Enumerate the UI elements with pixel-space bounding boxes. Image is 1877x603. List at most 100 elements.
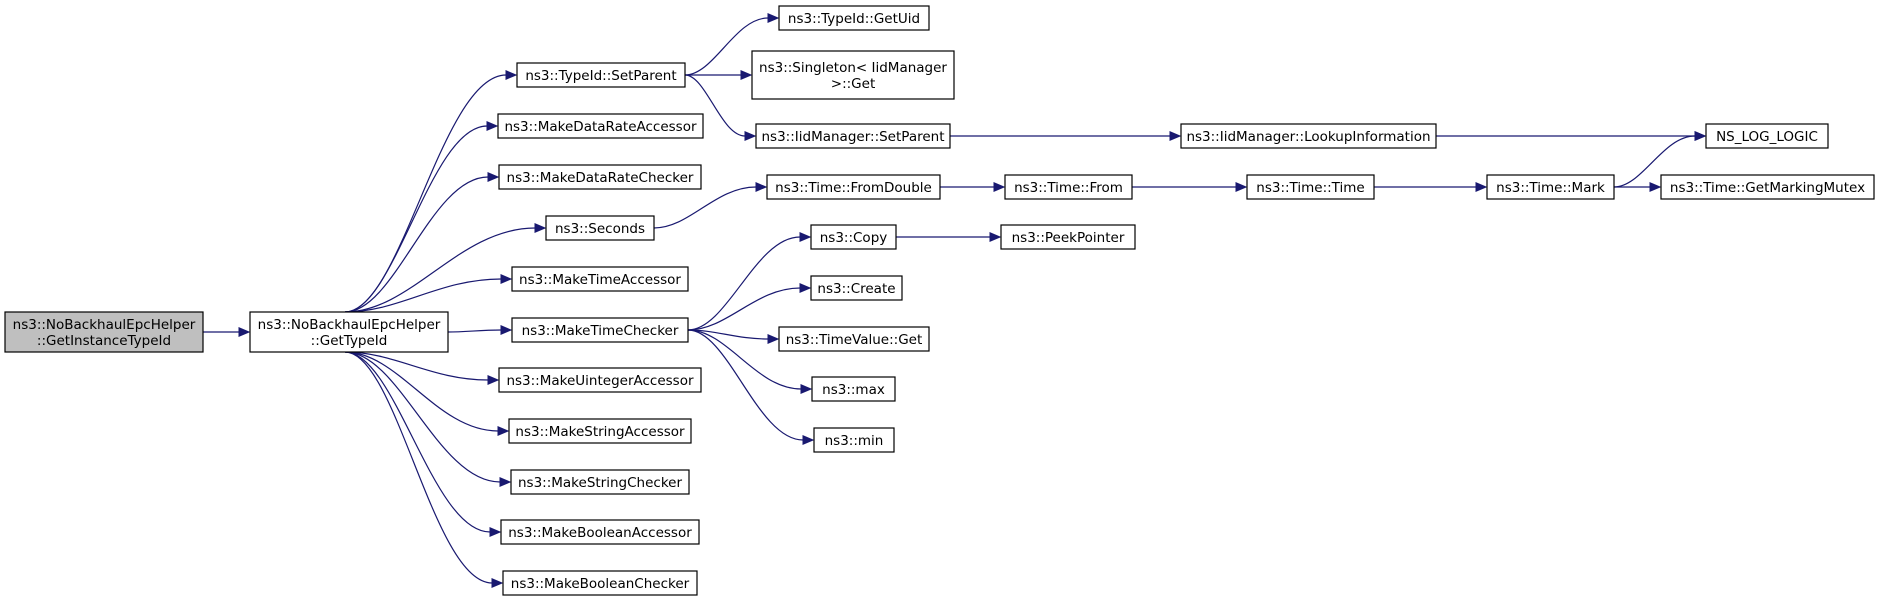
node-box xyxy=(1180,123,1437,149)
node-ns3-makestringchecker[interactable]: ns3::MakeStringChecker xyxy=(510,469,690,495)
edge-n20-to-n21 xyxy=(1131,182,1248,192)
node-label: ns3::Create xyxy=(817,281,895,297)
node-ns3-typeid-getuid[interactable]: ns3::TypeId::GetUid xyxy=(778,5,930,31)
edge-n2-to-n12 xyxy=(345,351,502,537)
node-label: ns3::Seconds xyxy=(555,221,645,237)
node-ns3-makebooleanaccessor[interactable]: ns3::MakeBooleanAccessor xyxy=(500,519,700,545)
node-ns3-create[interactable]: ns3::Create xyxy=(810,275,903,301)
edge-n2-to-n8 xyxy=(447,325,513,335)
node-box xyxy=(502,570,698,596)
node-ns-log-logic[interactable]: NS_LOG_LOGIC xyxy=(1705,123,1829,149)
node-label: ns3::TimeValue::Get xyxy=(786,332,923,348)
edge-n2-to-n4 xyxy=(345,121,499,313)
node-label: ns3::TypeId::GetUid xyxy=(788,11,920,27)
node-ns3-makedataratechecker[interactable]: ns3::MakeDataRateChecker xyxy=(498,164,702,190)
node-box xyxy=(1660,174,1875,200)
node-label: ns3::IidManager::LookupInformation xyxy=(1186,129,1430,145)
node-ns3-time-getmarkingmutex[interactable]: ns3::Time::GetMarkingMutex xyxy=(1660,174,1875,200)
node-label: ns3::IidManager::SetParent xyxy=(762,129,945,145)
edge-n22-to-n18 xyxy=(1613,131,1707,188)
node-ns3-makeuintegeraccessor[interactable]: ns3::MakeUintegerAccessor xyxy=(498,367,702,393)
node-box xyxy=(510,469,690,495)
node-label: ns3::Singleton< IidManager xyxy=(759,60,947,76)
node-box xyxy=(813,427,895,453)
edge-n2-to-n5 xyxy=(345,172,500,313)
node-box xyxy=(1246,174,1375,200)
edge-n2-to-n7 xyxy=(345,274,513,313)
node-ns3-min[interactable]: ns3::min xyxy=(813,427,895,453)
node-box xyxy=(498,367,702,393)
edge-n3-to-n16 xyxy=(684,74,757,141)
arrowhead xyxy=(534,223,547,233)
node-ns3-makebooleanchecker[interactable]: ns3::MakeBooleanChecker xyxy=(502,570,698,596)
node-box xyxy=(4,311,204,353)
edge-n6-to-n19 xyxy=(653,182,768,229)
node-ns3-peekpointer[interactable]: ns3::PeekPointer xyxy=(1000,224,1136,250)
arrowhead xyxy=(486,121,499,131)
node-box xyxy=(1004,174,1133,200)
node-label: ns3::MakeTimeAccessor xyxy=(519,272,681,288)
node-box xyxy=(1486,174,1615,200)
node-label: ns3::Time::Time xyxy=(1256,180,1364,196)
edge-n1-to-n2 xyxy=(203,327,251,337)
node-ns3-typeid-setparent[interactable]: ns3::TypeId::SetParent xyxy=(516,62,686,88)
node-ns3-makedatarateaccessor[interactable]: ns3::MakeDataRateAccessor xyxy=(497,113,704,139)
node-box xyxy=(778,326,930,352)
node-ns3-singleton-iidmanager-get[interactable]: ns3::Singleton< IidManager>::Get xyxy=(751,50,955,100)
node-ns3-time-mark[interactable]: ns3::Time::Mark xyxy=(1486,174,1615,200)
arrowhead xyxy=(740,70,753,80)
node-ns3-timevalue-get[interactable]: ns3::TimeValue::Get xyxy=(778,326,930,352)
node-label: ns3::Time::Mark xyxy=(1496,180,1605,196)
arrowhead xyxy=(499,477,512,487)
node-label: ns3::MakeUintegerAccessor xyxy=(506,373,694,389)
node-box xyxy=(511,266,689,292)
node-ns3-makestringaccessor[interactable]: ns3::MakeStringAccessor xyxy=(508,418,692,444)
arrowhead xyxy=(489,527,502,537)
node-label: ns3::NoBackhaulEpcHelper xyxy=(13,317,196,333)
arrowhead xyxy=(799,232,812,242)
edge-n3-to-n14 xyxy=(684,13,780,76)
arrowhead xyxy=(1235,182,1248,192)
arrowhead xyxy=(1649,182,1662,192)
edge-n21-to-n22 xyxy=(1373,182,1488,192)
node-label: >::Get xyxy=(831,76,875,92)
node-label: ns3::MakeStringAccessor xyxy=(515,424,685,440)
node-ns3-time-from[interactable]: ns3::Time::From xyxy=(1004,174,1133,200)
edge-n8-to-n28 xyxy=(687,329,813,394)
node-box xyxy=(497,113,704,139)
node-ns3-time-time[interactable]: ns3::Time::Time xyxy=(1246,174,1375,200)
arrowhead xyxy=(767,13,780,23)
arrowhead xyxy=(497,426,510,436)
node-label: ns3::Time::GetMarkingMutex xyxy=(1670,180,1865,196)
node-ns3-copy[interactable]: ns3::Copy xyxy=(810,224,897,250)
arrowhead xyxy=(1694,131,1707,141)
node-ns3-maketimechecker[interactable]: ns3::MakeTimeChecker xyxy=(511,317,689,343)
node-label: ns3::max xyxy=(822,382,885,398)
node-box xyxy=(766,174,941,200)
arrowhead xyxy=(487,172,500,182)
edge-n2-to-n13 xyxy=(345,351,504,588)
node-box xyxy=(1000,224,1136,250)
arrowhead xyxy=(1169,131,1182,141)
node-ns3-iidmanager-setparent[interactable]: ns3::IidManager::SetParent xyxy=(755,123,951,149)
node-ns3-nobackhaulepchelper-gettypeid[interactable]: ns3::NoBackhaulEpcHelper::GetTypeId xyxy=(249,311,449,353)
node-ns3-iidmanager-lookupinformation[interactable]: ns3::IidManager::LookupInformation xyxy=(1180,123,1437,149)
arrowhead xyxy=(238,327,251,337)
arrowhead xyxy=(989,232,1002,242)
node-ns3-maketimeaccessor[interactable]: ns3::MakeTimeAccessor xyxy=(511,266,689,292)
node-box xyxy=(500,519,700,545)
edge-n24-to-n25 xyxy=(896,232,1002,242)
edge-n22-to-n23 xyxy=(1613,182,1662,192)
edge-n3-to-n15 xyxy=(684,70,753,80)
node-box xyxy=(810,275,903,301)
node-label: ns3::MakeBooleanAccessor xyxy=(508,525,692,541)
arrowhead xyxy=(767,334,780,344)
edge-n2-to-n3 xyxy=(345,70,518,313)
arrowhead xyxy=(500,325,513,335)
node-ns3-seconds[interactable]: ns3::Seconds xyxy=(545,215,655,241)
node-ns3-time-fromdouble[interactable]: ns3::Time::FromDouble xyxy=(766,174,941,200)
node-box xyxy=(498,164,702,190)
node-ns3-max[interactable]: ns3::max xyxy=(811,376,896,402)
edge-n17-to-n18 xyxy=(1436,131,1707,141)
